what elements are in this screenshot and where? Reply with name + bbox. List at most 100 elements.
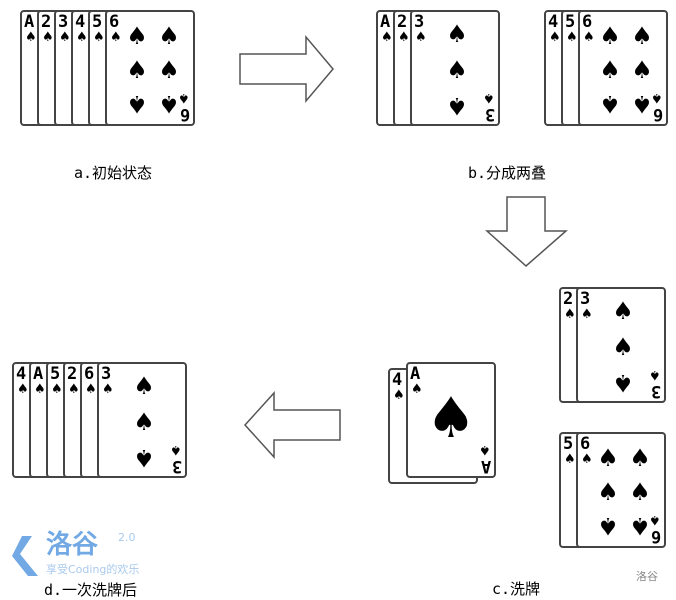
spade-icon: ♠ xyxy=(564,452,576,467)
spade-pip-icon: ♠ xyxy=(599,22,621,50)
spade-pip-icon: ♠ xyxy=(629,512,651,540)
label-initial: a.初始状态 xyxy=(74,164,153,182)
spade-icon: ♠ xyxy=(393,388,405,403)
spade-icon: ♠ xyxy=(549,30,561,45)
playing-card: A♠A♠♠ xyxy=(406,362,496,478)
spade-pip-icon: ♠ xyxy=(446,56,468,84)
watermark-brand: 洛谷 xyxy=(46,530,99,560)
card-rank: 6 xyxy=(84,364,95,384)
spade-pip-icon: ♠ xyxy=(599,90,621,118)
card-rank-bottom: 6 xyxy=(650,526,661,546)
spade-icon: ♠ xyxy=(25,30,37,45)
label-split: b.分成两叠 xyxy=(468,164,547,182)
card-rank: A xyxy=(24,12,35,32)
card-rank: 4 xyxy=(548,12,559,32)
spade-pip-icon: ♠ xyxy=(599,56,621,84)
spade-icon: ♠ xyxy=(17,382,29,397)
spade-pip-icon: ♠ xyxy=(446,20,468,48)
spade-icon: ♠ xyxy=(483,90,495,105)
arrow-down-icon xyxy=(485,196,568,268)
card-rank: 2 xyxy=(397,12,408,32)
card-rank: 3 xyxy=(414,12,425,32)
spade-pip-icon: ♠ xyxy=(631,90,653,118)
spade-icon: ♠ xyxy=(381,30,393,45)
spade-pip-icon: ♠ xyxy=(612,333,634,361)
spade-pip-icon: ♠ xyxy=(126,22,148,50)
spade-icon: ♠ xyxy=(110,30,122,45)
spade-icon: ♠ xyxy=(178,90,190,105)
card-rank: 2 xyxy=(563,289,574,309)
spade-icon: ♠ xyxy=(564,307,576,322)
spade-icon: ♠ xyxy=(398,30,410,45)
watermark-slogan: 享受Coding的欢乐 xyxy=(46,563,140,576)
playing-card: 3♠3♠♠♠♠ xyxy=(410,10,500,126)
label-shuffle: c.洗牌 xyxy=(492,580,541,598)
card-rank: 4 xyxy=(16,364,27,384)
spade-icon: ♠ xyxy=(34,382,46,397)
spade-icon: ♠ xyxy=(479,442,491,457)
spade-icon: ♠ xyxy=(583,30,595,45)
card-rank: 4 xyxy=(392,370,403,390)
spade-pip-icon: ♠ xyxy=(133,408,155,436)
playing-card: 3♠3♠♠♠♠ xyxy=(97,362,187,478)
spade-pip-icon: ♠ xyxy=(612,369,634,397)
card-rank-bottom: 6 xyxy=(652,104,663,124)
card-rank-bottom: A xyxy=(480,456,491,476)
card-rank: 6 xyxy=(109,12,120,32)
spade-icon: ♠ xyxy=(102,382,114,397)
card-rank: 2 xyxy=(41,12,52,32)
spade-icon: ♠ xyxy=(651,90,663,105)
card-rank: 5 xyxy=(50,364,61,384)
spade-pip-icon: ♠ xyxy=(597,512,619,540)
card-rank: 6 xyxy=(580,434,591,454)
spade-icon: ♠ xyxy=(649,512,661,527)
playing-card: 6♠6♠♠♠♠♠♠♠ xyxy=(576,432,666,548)
watermark-version: 2.0 xyxy=(118,531,136,544)
arrow-left-icon xyxy=(243,391,341,459)
spade-icon: ♠ xyxy=(68,382,80,397)
spade-icon: ♠ xyxy=(566,30,578,45)
arrow-right-icon xyxy=(239,34,334,104)
spade-icon: ♠ xyxy=(649,367,661,382)
spade-pip-icon: ♠ xyxy=(126,56,148,84)
spade-pip-icon: ♠ xyxy=(158,56,180,84)
spade-pip-icon: ♠ xyxy=(158,22,180,50)
playing-card: 3♠3♠♠♠♠ xyxy=(576,287,666,403)
card-rank: A xyxy=(33,364,44,384)
card-rank: 3 xyxy=(101,364,112,384)
spade-pip-icon: ♠ xyxy=(597,444,619,472)
spade-pip-icon: ♠ xyxy=(629,444,651,472)
spade-pip-icon: ♠ xyxy=(597,478,619,506)
spade-pip-icon: ♠ xyxy=(631,56,653,84)
spade-pip-icon: ♠ xyxy=(133,372,155,400)
playing-card: 6♠6♠♠♠♠♠♠♠ xyxy=(105,10,195,126)
card-rank: 4 xyxy=(75,12,86,32)
card-rank: 3 xyxy=(58,12,69,32)
spade-pip-icon: ♠ xyxy=(126,90,148,118)
spade-pip-icon: ♠ xyxy=(631,22,653,50)
spade-pip-icon: ♠ xyxy=(629,478,651,506)
spade-ornate-icon: ♠ xyxy=(425,385,477,451)
watermark-corner: 洛谷 xyxy=(636,570,658,583)
spade-pip-icon: ♠ xyxy=(158,90,180,118)
card-rank: 5 xyxy=(563,434,574,454)
playing-card: 6♠6♠♠♠♠♠♠♠ xyxy=(578,10,668,126)
spade-icon: ♠ xyxy=(415,30,427,45)
card-rank-bottom: 3 xyxy=(650,381,661,401)
spade-pip-icon: ♠ xyxy=(612,297,634,325)
card-rank-bottom: 3 xyxy=(171,456,182,476)
card-rank: 2 xyxy=(67,364,78,384)
spade-icon: ♠ xyxy=(76,30,88,45)
spade-icon: ♠ xyxy=(51,382,63,397)
spade-icon: ♠ xyxy=(85,382,97,397)
spade-icon: ♠ xyxy=(170,442,182,457)
spade-icon: ♠ xyxy=(59,30,71,45)
card-rank: A xyxy=(410,364,421,384)
spade-icon: ♠ xyxy=(581,307,593,322)
card-rank-bottom: 6 xyxy=(179,104,190,124)
luogu-logo-icon xyxy=(12,536,38,576)
spade-icon: ♠ xyxy=(93,30,105,45)
card-rank: 5 xyxy=(565,12,576,32)
card-rank: 6 xyxy=(582,12,593,32)
card-rank: 3 xyxy=(580,289,591,309)
